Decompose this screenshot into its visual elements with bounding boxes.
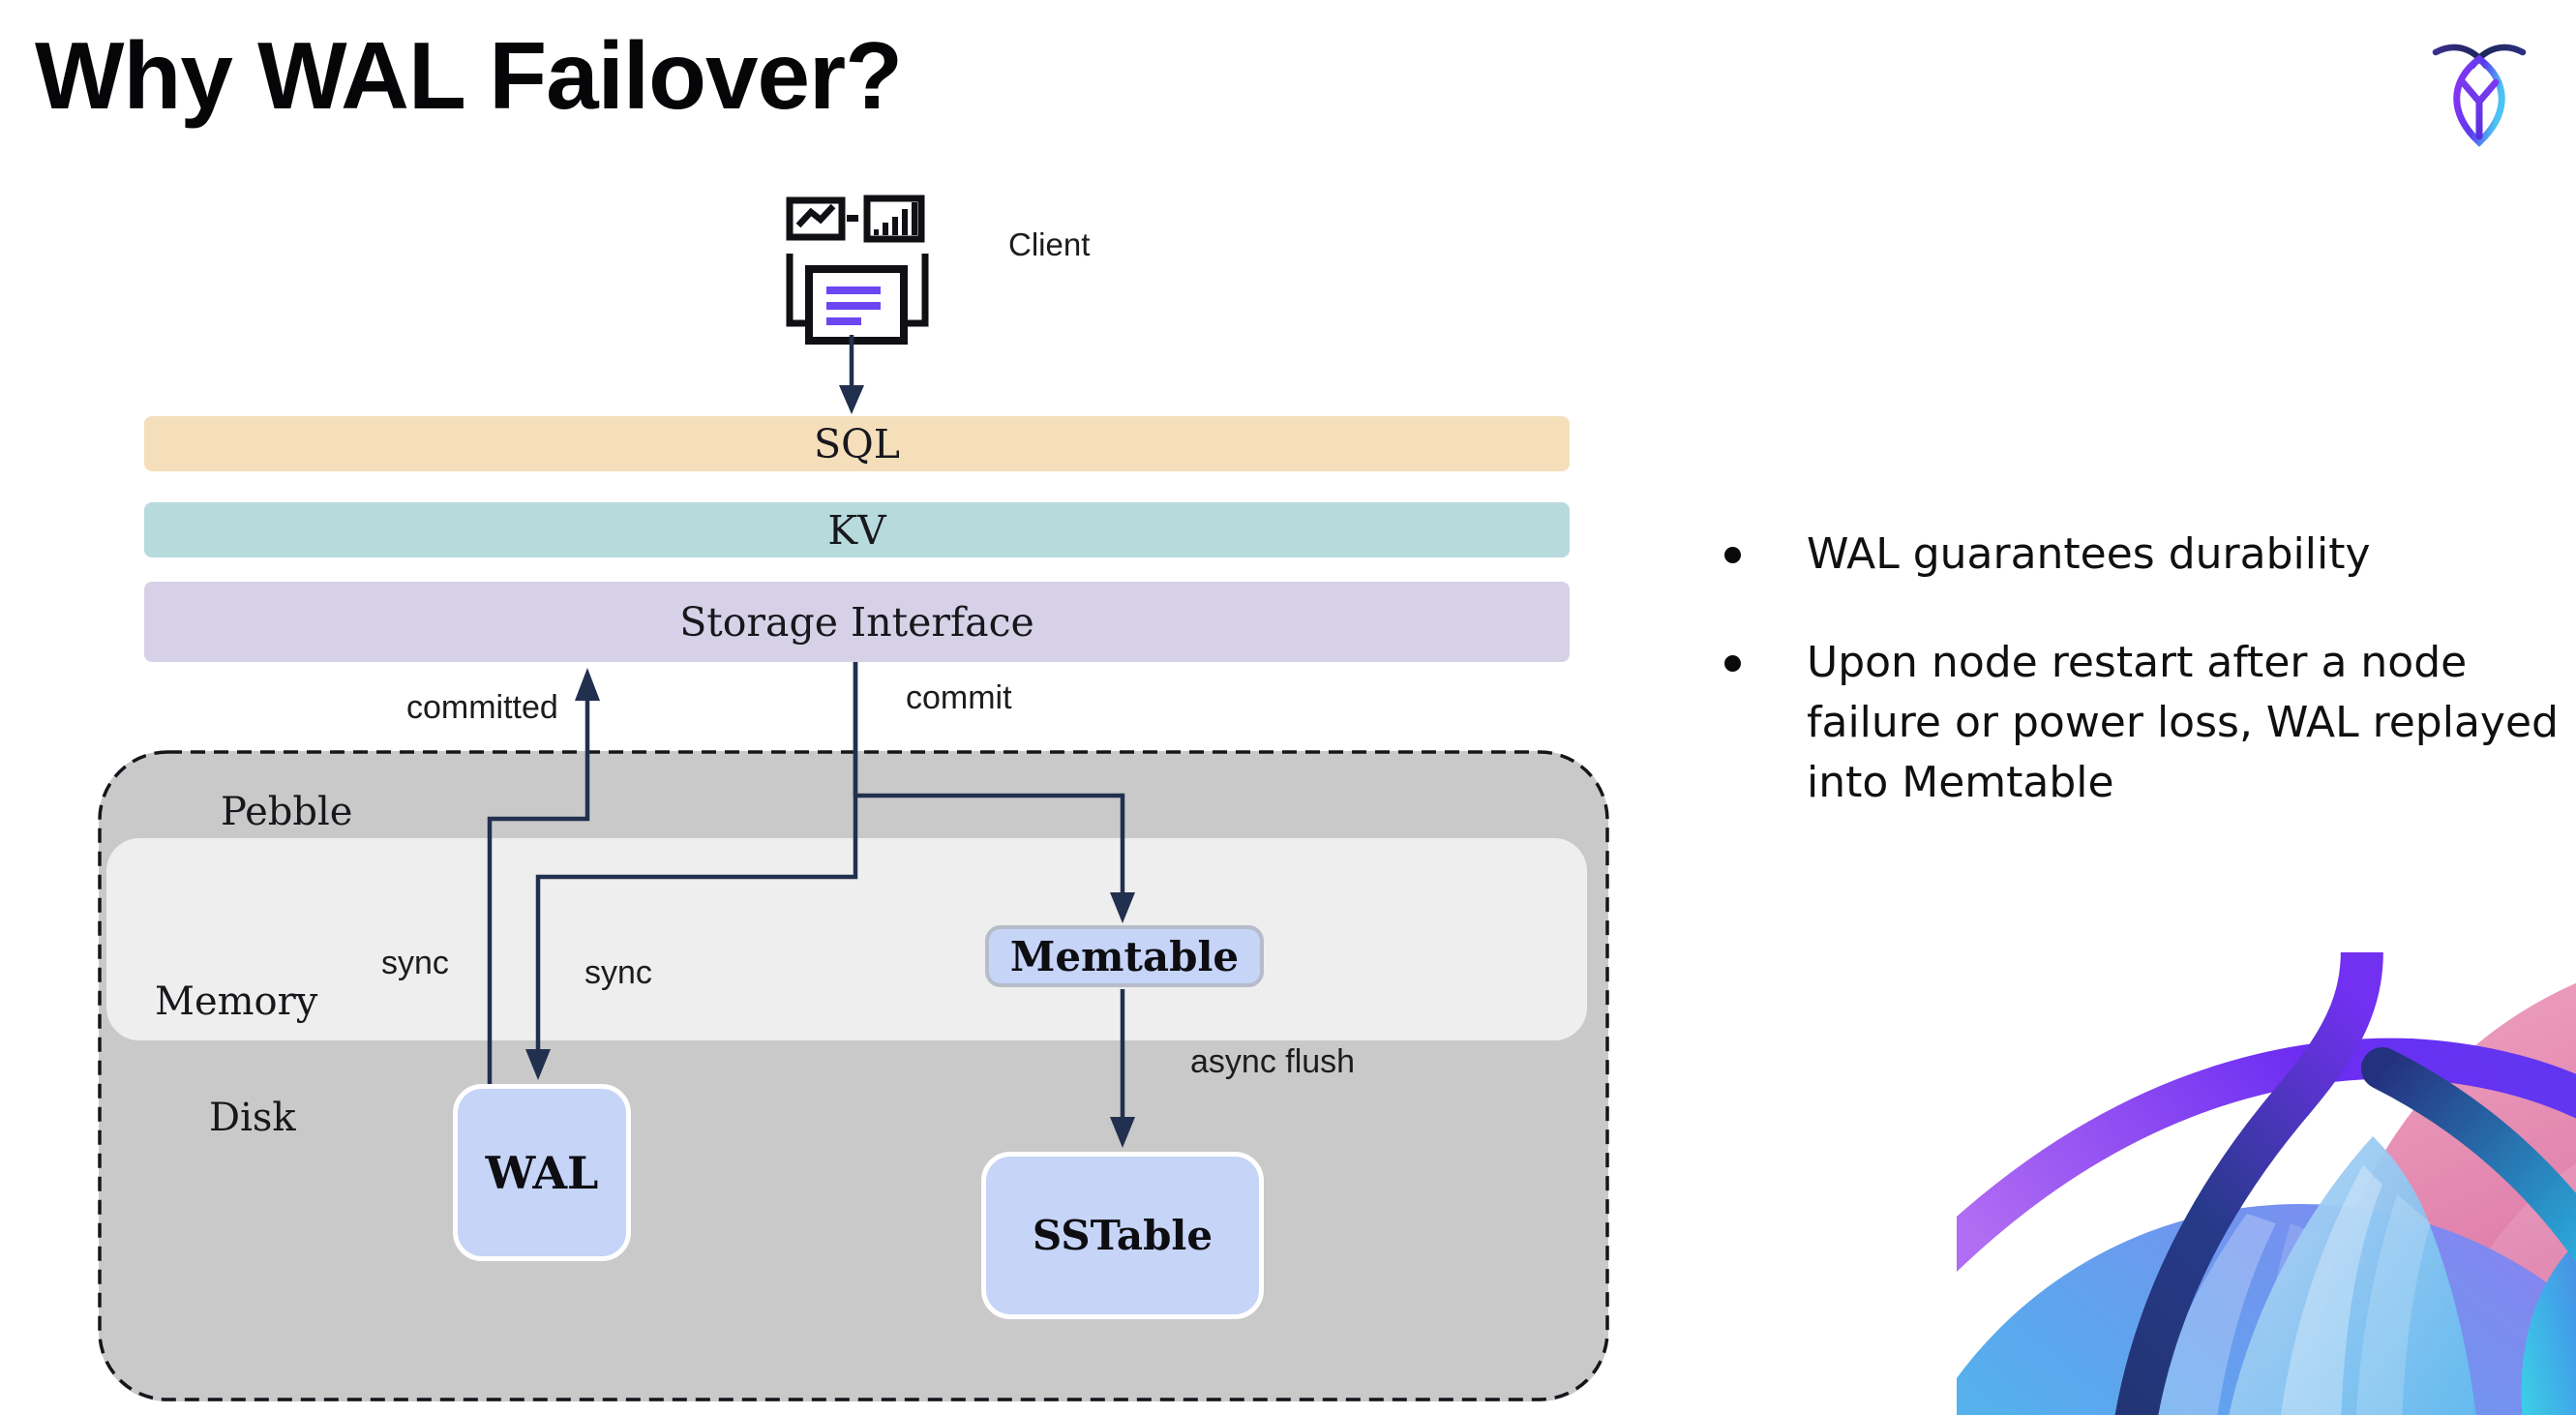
bullet-list: WAL guarantees durability Upon node rest… bbox=[1719, 525, 2570, 861]
bullet-dot bbox=[1724, 547, 1741, 563]
bracket-right-icon bbox=[904, 254, 929, 327]
list-item: Upon node restart after a node failure o… bbox=[1719, 633, 2570, 813]
page-title: Why WAL Failover? bbox=[35, 22, 903, 129]
sstable-box: SSTable bbox=[981, 1152, 1264, 1319]
layer-bar-sql: SQL bbox=[144, 416, 1570, 471]
decorative-brand-graphic bbox=[1957, 952, 2576, 1415]
arrowhead-to-sql bbox=[839, 385, 864, 414]
memtable-box: Memtable bbox=[985, 925, 1264, 987]
edge-label-sync-right: sync bbox=[584, 954, 652, 991]
client-icon bbox=[786, 195, 929, 345]
pebble-label: Pebble bbox=[221, 790, 353, 834]
edge-label-async-flush: async flush bbox=[1190, 1043, 1356, 1080]
memory-label: Memory bbox=[155, 979, 318, 1024]
cockroachdb-logo-icon bbox=[2432, 44, 2527, 147]
wal-box: WAL bbox=[453, 1084, 631, 1261]
bullet-text: WAL guarantees durability bbox=[1807, 529, 2371, 579]
dash-icon bbox=[847, 215, 858, 222]
edge-label-committed: committed bbox=[406, 689, 558, 726]
layer-label-sql: SQL bbox=[814, 420, 900, 467]
layer-bar-storage-interface: Storage Interface bbox=[144, 582, 1570, 662]
memtable-label: Memtable bbox=[1009, 932, 1240, 980]
bullet-text: Upon node restart after a node failure o… bbox=[1807, 638, 2559, 807]
bracket-left-icon bbox=[786, 254, 811, 327]
layer-label-kv: KV bbox=[827, 506, 886, 554]
arrowhead-committed bbox=[575, 668, 600, 701]
wal-label: WAL bbox=[485, 1146, 599, 1199]
layer-label-storage-interface: Storage Interface bbox=[679, 598, 1034, 646]
list-item: WAL guarantees durability bbox=[1719, 525, 2570, 585]
disk-label: Disk bbox=[209, 1096, 296, 1140]
client-label: Client bbox=[1008, 226, 1091, 262]
sstable-label: SSTable bbox=[1032, 1212, 1213, 1259]
edge-label-commit: commit bbox=[906, 679, 1012, 716]
bullet-dot bbox=[1724, 655, 1741, 672]
layer-bar-kv: KV bbox=[144, 502, 1570, 557]
edge-label-sync-left: sync bbox=[381, 945, 449, 981]
memory-band bbox=[106, 838, 1587, 1040]
